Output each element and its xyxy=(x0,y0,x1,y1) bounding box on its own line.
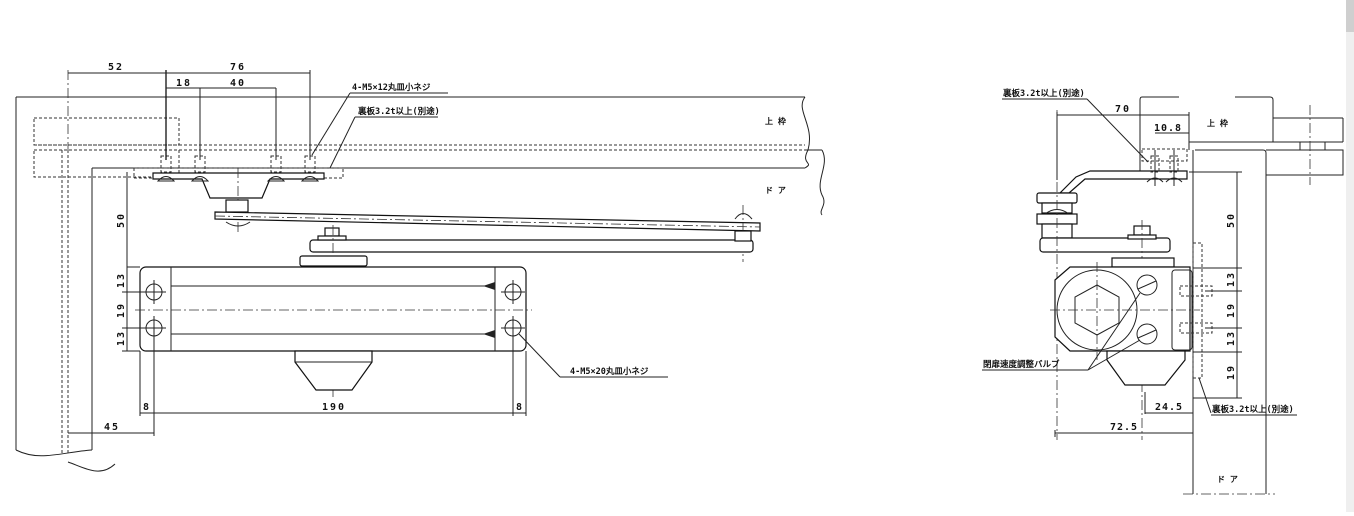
body-screw xyxy=(501,316,525,340)
label-door: ド ア xyxy=(765,186,786,195)
dim-19-side-low: 19 xyxy=(1226,364,1237,380)
dim-18: 18 xyxy=(176,78,192,89)
front-view: 52 76 18 40 50 13 19 13 8 190 8 45 4-M5×… xyxy=(15,62,825,472)
closer-body xyxy=(135,255,532,391)
dim-8-left: 8 xyxy=(143,402,151,413)
dim-40: 40 xyxy=(230,78,246,89)
side-closer-body xyxy=(1050,242,1213,386)
note-speed-valve: 閉扉速度調整バルブ xyxy=(983,359,1060,370)
dim-190: 190 xyxy=(322,402,346,413)
dim-45: 45 xyxy=(104,422,120,433)
mounting-bracket xyxy=(152,70,325,235)
note-side-backing-plate-top: 裏板3.2t以上(別途) xyxy=(1002,88,1085,99)
dim-8-right: 8 xyxy=(516,402,524,413)
side-frame xyxy=(1139,96,1344,495)
dim-24-5: 24.5 xyxy=(1155,402,1183,413)
vertical-scrollbar[interactable] xyxy=(1346,0,1354,512)
label-side-frame: 上 枠 xyxy=(1207,118,1228,128)
label-side-door: ド ア xyxy=(1217,475,1238,484)
dim-13-bottom: 13 xyxy=(116,330,127,346)
backing-plate xyxy=(133,167,344,179)
dim-13-top: 13 xyxy=(116,272,127,288)
dim-76: 76 xyxy=(230,62,246,73)
dim-19: 19 xyxy=(116,302,127,318)
dim-72-5: 72.5 xyxy=(1110,422,1138,433)
side-dimension-lines xyxy=(982,98,1297,437)
note-bracket-screws: 4-M5×12丸皿小ネジ xyxy=(352,82,431,93)
side-bracket xyxy=(1036,110,1188,440)
dim-13-side-bottom: 13 xyxy=(1226,330,1237,346)
front-dimension-lines xyxy=(68,70,668,436)
dim-10-8: 10.8 xyxy=(1154,123,1182,134)
note-backing-plate: 裏板3.2t以上(別途) xyxy=(357,106,440,117)
side-view: 70 10.8 50 13 19 13 19 24.5 72.5 裏板3.2t以… xyxy=(982,88,1344,495)
note-side-backing-plate-bottom: 裏板3.2t以上(別途) xyxy=(1211,404,1294,415)
body-screw xyxy=(501,280,525,304)
dim-52: 52 xyxy=(108,62,124,73)
label-frame: 上 枠 xyxy=(765,116,786,126)
closer-arm xyxy=(214,199,761,400)
dim-50-side: 50 xyxy=(1226,212,1237,228)
dim-13-side-top: 13 xyxy=(1226,271,1237,287)
scrollbar-thumb[interactable] xyxy=(1346,0,1354,32)
dim-50: 50 xyxy=(116,212,127,228)
note-body-screws: 4-M5×20丸皿小ネジ xyxy=(570,366,649,377)
dim-19-side-mid: 19 xyxy=(1226,302,1237,318)
dim-70: 70 xyxy=(1115,104,1131,115)
